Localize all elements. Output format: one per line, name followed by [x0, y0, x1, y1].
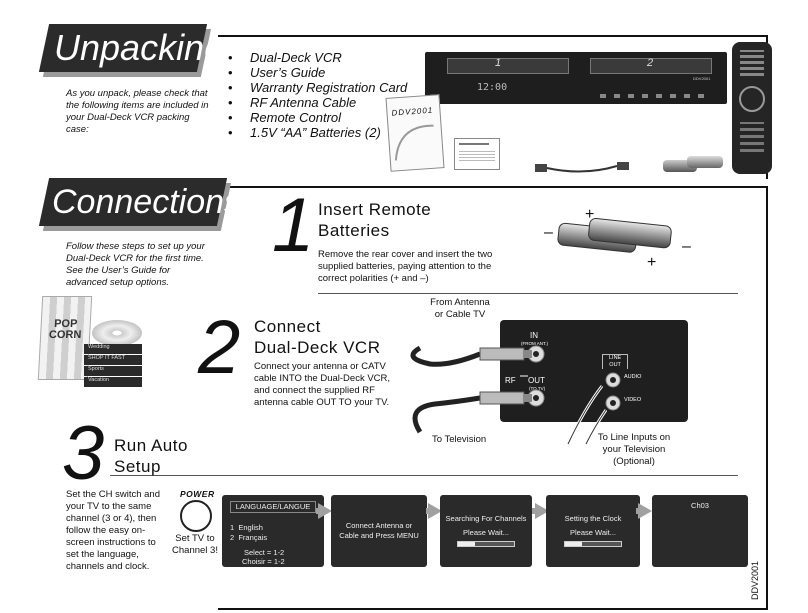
step-2-title: Connect Dual-Deck VCR: [254, 316, 380, 358]
panel-out-sub: (TO TV): [529, 386, 546, 391]
screen-line: 2 Français: [230, 533, 268, 542]
to-line-inputs-label: To Line Inputs on your Television (Optio…: [597, 432, 671, 467]
divider-1: [318, 293, 738, 294]
tape-label: Wedding: [84, 344, 142, 354]
step-3-title-line2: Setup: [114, 457, 161, 476]
step-2-title-line2: Dual-Deck VCR: [254, 338, 381, 357]
panel-rf-label: RF: [505, 376, 516, 385]
list-item: 1.5V “AA” Batteries (2): [228, 125, 407, 140]
side-model-label: DDV2001: [750, 560, 760, 600]
tape-label: Sports: [84, 366, 142, 376]
panel-line-out: LINE OUT: [602, 354, 629, 369]
screen-channel: Ch03: [652, 495, 748, 567]
step-3-title: Run Auto Setup: [114, 435, 188, 477]
panel-in-label: IN: [530, 331, 538, 340]
tape-stack: Wedding SHOP IT FAST Sports Vacation: [84, 344, 142, 387]
minus-sign-right: –: [682, 238, 691, 255]
unpacking-intro: As you unpack, please check that the fol…: [66, 88, 209, 135]
vcr-illustration: 1 2 12:00 DDV2001: [425, 52, 727, 104]
screen-line: 1 English: [230, 523, 263, 532]
progress-bar: [564, 541, 622, 547]
batteries-image: [663, 156, 725, 176]
list-item: Warranty Registration Card: [228, 80, 407, 95]
list-item: User’s Guide: [228, 65, 407, 80]
screen-header: Setting the Clock: [564, 514, 622, 523]
remote-control-image: [732, 42, 772, 174]
progress-bar: [457, 541, 515, 547]
screen-language: LANGUAGE/LANGUE 1 English 2 Français Sel…: [222, 495, 324, 567]
set-tv-label: Set TV to Channel 3!: [172, 533, 218, 556]
screen-searching-channels: Searching For Channels Please Wait...: [440, 495, 532, 567]
arrow-1-head: [318, 503, 332, 519]
screen-line: Connect Antenna or: [345, 521, 413, 530]
list-item: Dual-Deck VCR: [228, 50, 407, 65]
deck-2-label: 2: [647, 57, 654, 69]
warranty-card-image: [454, 138, 500, 170]
panel-audio: AUDIO: [624, 374, 642, 380]
step-1-number: 1: [272, 183, 315, 268]
arrow-4-head: [638, 503, 652, 519]
vcr-model: DDV2001: [693, 76, 711, 81]
screen-header: LANGUAGE/LANGUE: [230, 501, 316, 513]
connections-intro: Follow these steps to set up your Dual-D…: [66, 241, 205, 288]
screen-line: Please Wait...: [463, 528, 509, 537]
tape-label: SHOP IT FAST: [84, 355, 142, 365]
panel-in-sub: (FROM ANT.): [521, 341, 548, 346]
popcorn-text: POP CORN: [48, 318, 82, 341]
screen-footer: Choisir = 1-2: [242, 557, 285, 566]
screen-connect-antenna: Connect Antenna or Cable and Press MENU: [331, 495, 427, 567]
plus-sign-top: +: [585, 206, 595, 223]
step-3-title-line1: Run Auto: [114, 436, 188, 455]
connections-banner: Connections: [38, 178, 242, 226]
connections-frame: [218, 186, 768, 610]
screen-setting-clock: Setting the Clock Please Wait...: [546, 495, 640, 567]
manual-cover-text: DDV2001: [391, 105, 434, 118]
deck-1-label: 1: [495, 57, 502, 69]
from-antenna-label: From Antenna or Cable TV: [430, 297, 490, 320]
screen-line: Please Wait...: [570, 528, 616, 537]
connections-title: Connections: [52, 183, 242, 221]
step-1-title-line2: Batteries: [318, 221, 390, 240]
step-1-batteries-image: [557, 218, 672, 253]
rf-cable-image: [535, 162, 629, 173]
panel-out-label: OUT: [528, 376, 545, 385]
screen-footer: Select = 1-2: [244, 548, 285, 557]
unpacking-title: Unpacking: [54, 27, 225, 68]
step-3-number: 3: [62, 411, 105, 496]
step-2-number: 2: [198, 305, 241, 390]
to-television-label: To Television: [432, 434, 487, 445]
step-2-cable-diagram: [410, 345, 621, 445]
power-button[interactable]: [180, 500, 212, 532]
disc-image: [92, 320, 142, 346]
step-1-body: Remove the rear cover and insert the two…: [318, 249, 493, 284]
step-1-title-line1: Insert Remote: [318, 200, 432, 219]
vcr-clock: 12:00: [477, 82, 508, 93]
list-item: RF Antenna Cable: [228, 95, 407, 110]
unpacking-items: Dual-Deck VCR User’s Guide Warranty Regi…: [228, 50, 407, 140]
divider-2: [110, 475, 738, 476]
users-guide-image: DDV2001: [385, 94, 445, 172]
plus-sign-bottom: +: [647, 254, 657, 271]
screen-line: Cable and Press MENU: [339, 531, 419, 540]
list-item: Remote Control: [228, 110, 407, 125]
arrow-3-head: [535, 503, 549, 519]
power-label: POWER: [180, 489, 215, 499]
screen-header: Ch03: [691, 501, 709, 510]
step-2-body: Connect your antenna or CATV cable INTO …: [254, 361, 391, 408]
step-3-body: Set the CH switch and your TV to the sam…: [66, 489, 160, 572]
tape-label: Vacation: [84, 377, 142, 387]
panel-video: VIDEO: [624, 397, 642, 403]
step-1-title: Insert Remote Batteries: [318, 199, 431, 241]
screen-header: Searching For Channels: [445, 514, 527, 523]
arrow-2-head: [428, 503, 442, 519]
step-2-title-line1: Connect: [254, 317, 321, 336]
minus-sign-left: –: [544, 224, 553, 241]
unpacking-banner: Unpacking: [38, 24, 225, 72]
